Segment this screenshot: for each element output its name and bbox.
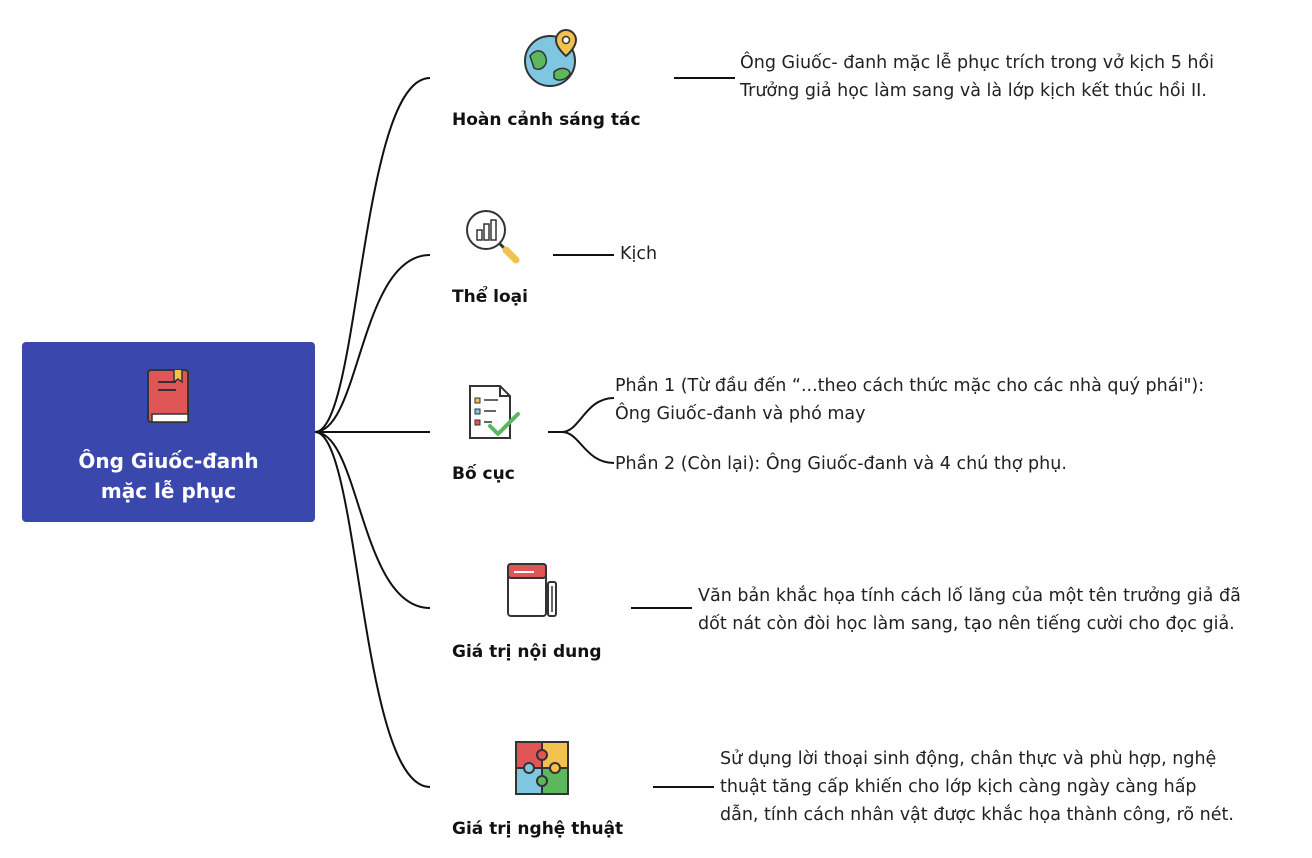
leaf-nghe-thuat-line-1: Sử dụng lời thoại sinh động, chân thực v… <box>720 749 1217 769</box>
leaf-the-loai-line-1: Kịch <box>620 244 658 264</box>
branch-label-noi-dung: Giá trị nội dung <box>452 642 602 662</box>
central-title-line-1: Ông Giuốc-đanh <box>78 449 259 473</box>
leaf-hoan-canh-line-1: Ông Giuốc- đanh mặc lễ phục trích trong … <box>740 53 1215 73</box>
leaf-bo-cuc-phan-2: Phần 2 (Còn lại): Ông Giuốc-đanh và 4 ch… <box>615 450 1067 478</box>
leaf-nghe-thuat-line-2: thuật tăng cấp khiến cho lớp kịch càng n… <box>720 777 1197 797</box>
leaf-noi-dung-line-2: dốt nát còn đòi học làm sang, tạo nên ti… <box>698 614 1235 634</box>
leaf-noi-dung: Văn bản khắc họa tính cách lố lăng của m… <box>698 582 1241 638</box>
branch-label-bo-cuc: Bố cục <box>452 464 515 484</box>
leaf-bo-cuc-phan-1-line-2: Ông Giuốc-đanh và phó may <box>615 404 866 424</box>
book-icon <box>147 369 189 423</box>
central-title: Ông Giuốc-đanh mặc lễ phục <box>22 446 315 506</box>
globe-pin-icon <box>524 28 578 87</box>
leaf-bo-cuc-phan-1: Phần 1 (Từ đầu đến “...theo cách thức mặ… <box>615 372 1204 428</box>
branch-label-the-loai: Thể loại <box>452 287 528 307</box>
leaf-hoan-canh: Ông Giuốc- đanh mặc lễ phục trích trong … <box>740 49 1214 105</box>
branch-label-nghe-thuat: Giá trị nghệ thuật <box>452 819 624 839</box>
leaf-nghe-thuat: Sử dụng lời thoại sinh động, chân thực v… <box>720 745 1234 829</box>
puzzle-icon <box>515 741 569 795</box>
central-title-line-2: mặc lễ phục <box>100 479 237 503</box>
leaf-bo-cuc-phan-1-line-1: Phần 1 (Từ đầu đến “...theo cách thức mặ… <box>615 376 1205 396</box>
checklist-icon <box>469 385 520 439</box>
leaf-the-loai: Kịch <box>620 240 657 268</box>
leaf-hoan-canh-line-2: Trưởng giả học làm sang và là lớp kịch k… <box>740 81 1207 101</box>
branch-label-hoan-canh: Hoàn cảnh sáng tác <box>452 110 641 130</box>
chart-magnifier-icon <box>466 210 520 264</box>
leaf-nghe-thuat-line-3: dẫn, tính cách nhân vật được khắc họa th… <box>720 805 1234 825</box>
leaf-noi-dung-line-1: Văn bản khắc họa tính cách lố lăng của m… <box>698 586 1241 606</box>
leaf-bo-cuc-phan-2-line-1: Phần 2 (Còn lại): Ông Giuốc-đanh và 4 ch… <box>615 454 1067 474</box>
central-topic: Ông Giuốc-đanh mặc lễ phục Loigiaih... <box>22 342 315 828</box>
notebook-icon <box>507 563 557 617</box>
